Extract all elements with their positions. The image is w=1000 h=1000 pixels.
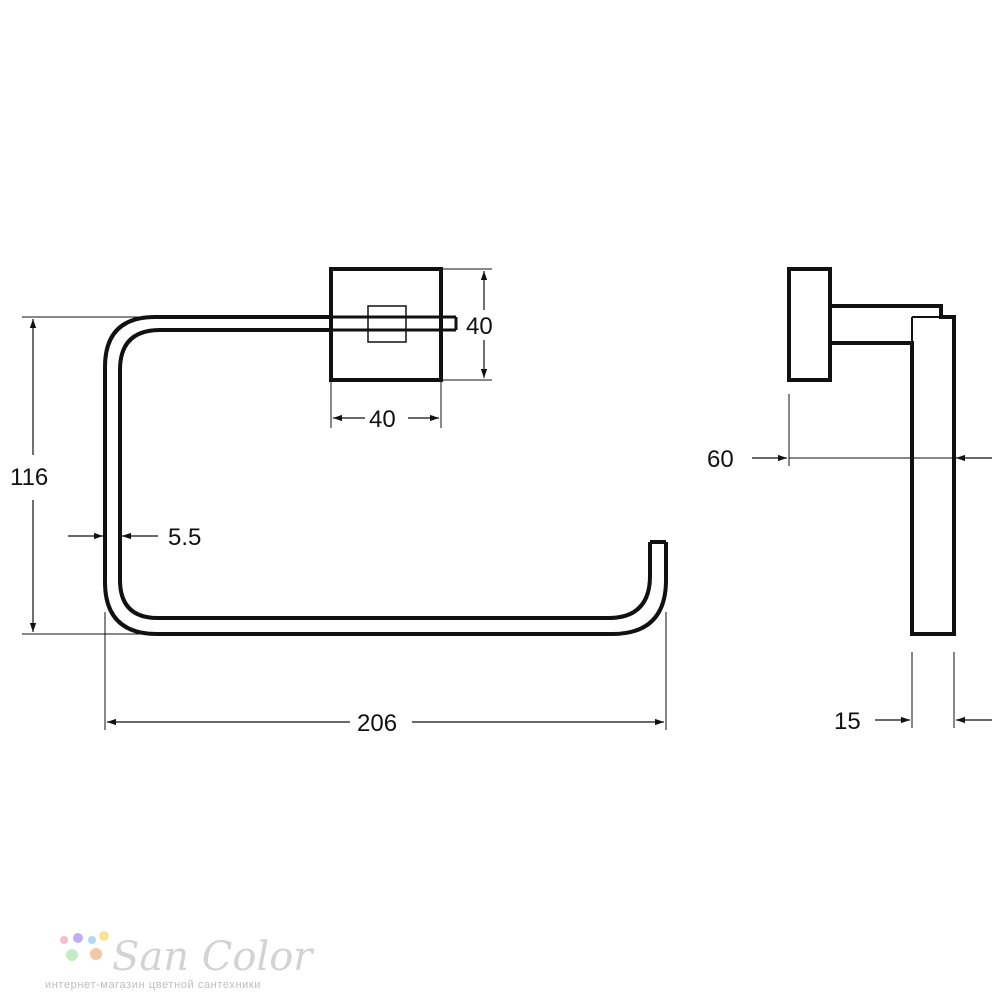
mount-clamp [367, 305, 407, 343]
logo-dot [66, 949, 78, 961]
dim-mount-height-label: 40 [466, 313, 493, 340]
front-view: 40 40 116 5.5 206 [10, 267, 668, 737]
logo-dot [73, 933, 83, 943]
dim-ring-height-label: 116 [10, 464, 48, 491]
wall-mount-square [329, 267, 443, 382]
logo-dot [60, 936, 68, 944]
dim-mount-width-label: 40 [369, 406, 396, 433]
watermark-logo: San Color интернет-магазин цветной санте… [45, 931, 315, 991]
logo-dot [88, 936, 96, 944]
dim-bar-thickness-label: 5.5 [168, 524, 201, 551]
side-view: 60 15 [707, 267, 992, 735]
logo-dot [99, 931, 109, 941]
side-wall-plate [787, 267, 832, 382]
towel-ring-inner [118, 328, 652, 620]
side-arm [830, 304, 956, 636]
logo-dot [90, 948, 102, 960]
brand-name: San Color [112, 934, 315, 980]
dim-ring-width-label: 206 [357, 710, 397, 737]
brand-tagline: интернет-магазин цветной сантехники [45, 979, 261, 991]
dim-projection-label: 60 [707, 446, 734, 473]
dim-ring-depth-label: 15 [834, 708, 861, 735]
towel-ring-outer [103, 315, 668, 636]
